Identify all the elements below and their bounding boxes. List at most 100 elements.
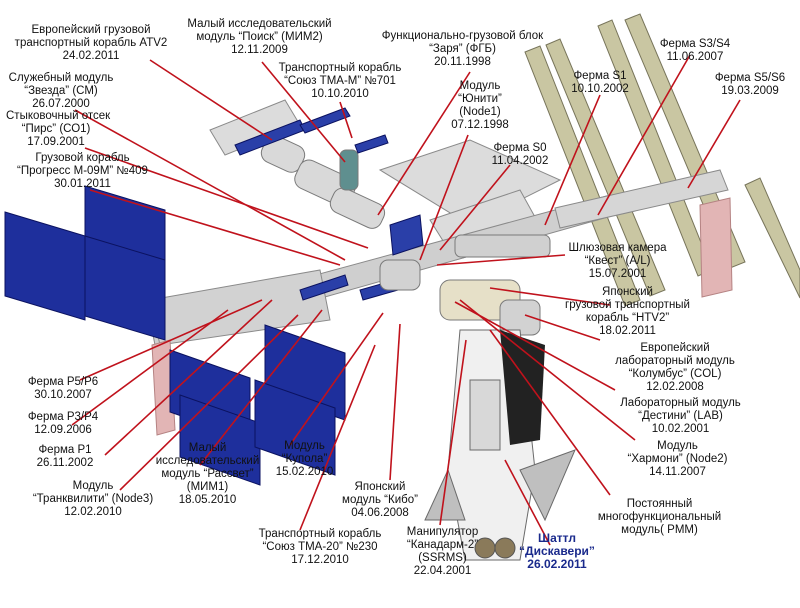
label-line: “Купола” xyxy=(281,453,328,465)
label-line: 17.12.2010 xyxy=(291,554,349,566)
label-line: Шаттл xyxy=(538,531,576,545)
label-cupola: Модуль“Купола”15.02.2010 xyxy=(272,440,337,479)
label-line: Шлюзовая камера xyxy=(568,242,667,254)
label-line: Ферма P1 xyxy=(38,444,92,456)
label-line: Модуль xyxy=(284,440,325,452)
label-line: Ферма S0 xyxy=(493,142,547,154)
label-line: 14.11.2007 xyxy=(649,466,706,478)
label-line: Модуль xyxy=(72,480,114,492)
label-destiny: Лабораторный модуль“Дестини” (LAB)10.02.… xyxy=(608,397,753,436)
label-quest: Шлюзовая камера“Квест” (A/L)15.07.2001 xyxy=(560,242,675,281)
label-line: лабораторный модуль xyxy=(615,355,735,367)
label-line: “Квест” (A/L) xyxy=(584,255,651,267)
label-line: (Node1) xyxy=(459,106,501,118)
label-line: 12.11.2009 xyxy=(231,44,288,56)
label-line: 19.03.2009 xyxy=(721,85,779,97)
label-line: 11.06.2007 xyxy=(666,51,724,63)
label-line: модуль “Кибо” xyxy=(342,494,418,506)
label-line: 18.05.2010 xyxy=(178,494,237,506)
label-unity: Модуль“Юнити”(Node1)07.12.1998 xyxy=(440,80,520,132)
label-line: 11.04.2002 xyxy=(491,155,549,167)
label-zarya: Функционально-грузовой блок“Заря” (ФГБ)2… xyxy=(380,30,545,69)
label-line: “Дестини” (LAB) xyxy=(638,410,723,422)
label-line: транспортный корабль ATV2 xyxy=(14,37,168,49)
label-line: Ферма S1 xyxy=(573,70,627,82)
label-line: Грузовой корабль xyxy=(35,152,130,164)
label-line: Служебный модуль xyxy=(8,72,114,84)
label-line: Японский xyxy=(354,481,406,493)
label-line: Европейский грузовой xyxy=(31,24,151,36)
label-line: Японский xyxy=(602,286,653,298)
label-line: Ферма P3/P4 xyxy=(27,411,99,423)
label-line: Постоянный xyxy=(626,498,693,510)
label-line: 26.02.2011 xyxy=(527,557,587,571)
label-line: корабль “HTV2” xyxy=(585,312,670,324)
label-line: 12.09.2006 xyxy=(34,424,92,436)
label-line: (МИМ1) xyxy=(186,481,229,493)
russian-segment xyxy=(260,135,386,229)
label-line: Транспортный корабль xyxy=(278,62,402,74)
label-line: “Пирс” (СО1) xyxy=(21,123,91,135)
label-line: 12.02.2010 xyxy=(64,506,122,518)
label-shuttle: Шаттл“Дискавери”26.02.2011 xyxy=(512,532,602,571)
label-line: “Союз ТМА-20” №230 xyxy=(262,541,378,553)
label-line: “Транквилити” (Node3) xyxy=(32,493,154,505)
label-line: модуль “Поиск” (МИМ2) xyxy=(196,31,323,43)
label-line: “Дискавери” xyxy=(519,544,595,558)
label-line: “Заря” (ФГБ) xyxy=(429,43,496,55)
label-line: 04.06.2008 xyxy=(351,507,409,519)
label-line: модуль( PMM) xyxy=(621,524,698,536)
label-line: 10.10.2010 xyxy=(311,88,369,100)
us-segment xyxy=(379,234,551,336)
label-line: 17.09.2001 xyxy=(27,136,85,148)
label-line: Ферма P5/P6 xyxy=(27,376,99,388)
label-line: многофункциональный xyxy=(597,511,722,523)
label-pirs: Стыковочный отсек“Пирс” (СО1)17.09.2001 xyxy=(6,110,111,149)
label-line: “Колумбус” (COL) xyxy=(628,368,722,380)
label-line: Модуль xyxy=(459,80,501,92)
label-line: Модуль xyxy=(657,440,698,452)
label-line: 12.02.2008 xyxy=(646,381,704,393)
pointer-lines xyxy=(71,54,741,546)
label-line: 26.11.2002 xyxy=(36,457,94,469)
label-line: “Канадарм-2” xyxy=(406,539,479,551)
shuttle-discovery xyxy=(424,329,576,561)
label-line: “Звезда” (СМ) xyxy=(24,85,98,97)
label-line: модуль “Рассвет” xyxy=(161,468,254,480)
label-line: Ферма S5/S6 xyxy=(714,72,786,84)
label-line: 15.02.2010 xyxy=(275,466,334,478)
label-line: Функционально-грузовой блок xyxy=(381,30,544,42)
radiators xyxy=(151,197,733,436)
label-zvezda: Служебный модуль“Звезда” (СМ)26.07.2000 xyxy=(6,72,116,111)
label-line: Транспортный корабль xyxy=(258,528,382,540)
label-line: 30.10.2007 xyxy=(34,389,92,401)
label-line: 18.02.2011 xyxy=(599,325,656,337)
label-line: Стыковочный отсек xyxy=(6,110,111,122)
starboard-solar-arrays xyxy=(524,13,800,307)
label-line: Малый исследовательский xyxy=(187,18,332,30)
label-line: Ферма S3/S4 xyxy=(659,38,731,50)
label-line: 26.07.2000 xyxy=(32,98,90,110)
label-tranquility: Модуль“Транквилити” (Node3)12.02.2010 xyxy=(18,480,168,519)
label-line: 20.11.1998 xyxy=(434,56,491,68)
label-line: “Хармони” (Node2) xyxy=(627,453,728,465)
label-line: Манипулятор xyxy=(406,526,479,538)
label-line: Европейский xyxy=(640,342,710,354)
label-canadarm: Манипулятор“Канадарм-2”(SSRMS)22.04.2001 xyxy=(400,526,485,578)
